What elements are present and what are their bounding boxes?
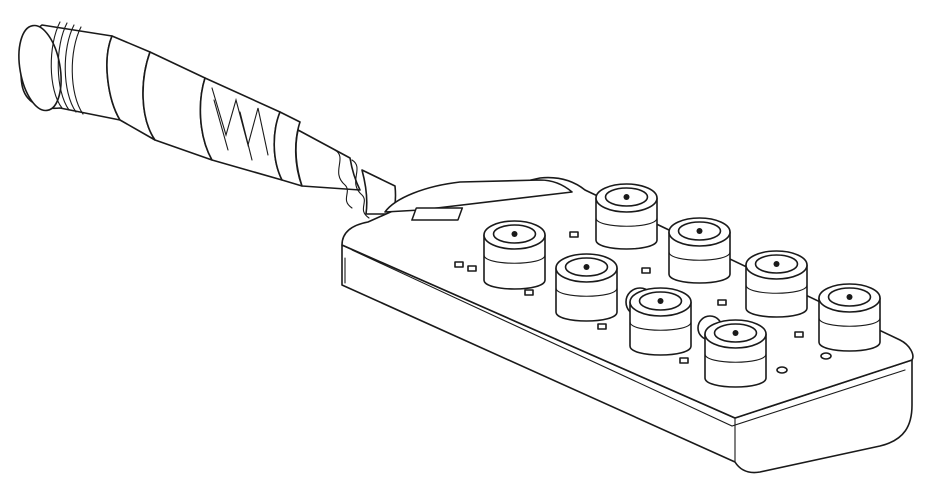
cable-plug — [18, 21, 303, 187]
m12-connector — [745, 250, 808, 318]
connector-array — [483, 183, 881, 388]
m12-connector — [704, 319, 767, 388]
m12-connector — [555, 253, 618, 322]
m12-connector — [668, 217, 731, 284]
m12-connector — [629, 287, 692, 356]
cable — [295, 129, 397, 219]
status-leds — [454, 231, 832, 374]
m12-connector — [595, 183, 658, 250]
m12-connector — [818, 283, 881, 352]
m12-connector — [483, 220, 546, 290]
